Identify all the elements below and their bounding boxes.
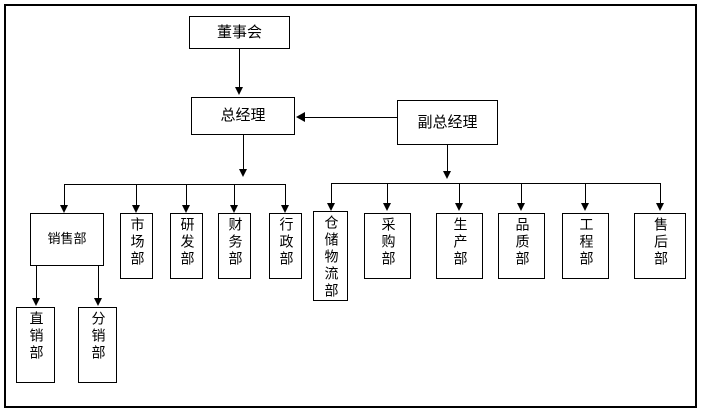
edge-deputy-to-rightbus-arrowhead (443, 171, 451, 179)
edge-deputy-to-gm-line (305, 117, 397, 118)
node-purchasing-label: 采购部 (379, 217, 396, 268)
node-quality[interactable]: 品质部 (498, 213, 545, 279)
drop-to-sales-arrowhead (60, 205, 68, 213)
drop-to-direct-sales-arrowhead (32, 298, 40, 306)
node-deputy-general-manager[interactable]: 副总经理 (397, 100, 498, 145)
node-general-manager[interactable]: 总经理 (191, 97, 295, 135)
drop-to-admin-arrowhead (281, 205, 289, 213)
node-rnd[interactable]: 研发部 (170, 213, 203, 279)
drop-to-finance-arrowhead (230, 205, 238, 213)
drop-to-after-sales-arrowhead (656, 203, 664, 211)
node-general-manager-label: 总经理 (220, 106, 266, 125)
drop-to-purchasing (387, 183, 388, 203)
edge-board-to-gm-line (239, 49, 240, 87)
node-direct-sales[interactable]: 直销部 (16, 307, 55, 383)
edge-gm-to-leftbus-line (243, 135, 244, 169)
node-finance[interactable]: 财务部 (218, 213, 251, 279)
drop-to-marketing-arrowhead (132, 205, 140, 213)
edge-deputy-to-rightbus-line (447, 145, 448, 171)
drop-to-sales (64, 184, 65, 205)
right-department-bus (331, 183, 660, 184)
drop-to-rnd (186, 184, 187, 205)
drop-to-quality-arrowhead (517, 203, 525, 211)
drop-to-direct-sales (36, 266, 37, 298)
node-board[interactable]: 董事会 (189, 16, 290, 49)
drop-to-production (459, 183, 460, 203)
node-after-sales-label: 售后部 (652, 217, 668, 268)
node-direct-sales-label: 直销部 (27, 311, 44, 362)
edge-board-to-gm-arrowhead (235, 87, 243, 95)
drop-to-finance (234, 184, 235, 205)
drop-to-distribution-sales-arrowhead (94, 298, 102, 306)
diagram-outer-border (4, 4, 697, 408)
node-purchasing[interactable]: 采购部 (364, 213, 411, 279)
drop-to-engineering-arrowhead (581, 203, 589, 211)
node-finance-label: 财务部 (226, 217, 243, 268)
node-warehouse-logistics[interactable]: 仓储物流部 (313, 211, 348, 301)
node-sales[interactable]: 销售部 (30, 213, 104, 266)
drop-to-marketing (136, 184, 137, 205)
node-sales-label: 销售部 (47, 231, 87, 247)
drop-to-production-arrowhead (455, 203, 463, 211)
drop-to-distribution-sales (98, 266, 99, 298)
drop-to-rnd-arrowhead (182, 205, 190, 213)
edge-gm-to-leftbus-arrowhead (239, 169, 247, 177)
node-board-label: 董事会 (216, 22, 262, 41)
drop-to-warehouse-logistics-arrowhead (327, 203, 335, 211)
node-rnd-label: 研发部 (178, 217, 195, 268)
node-distribution-sales[interactable]: 分销部 (78, 307, 117, 383)
drop-to-engineering (585, 183, 586, 203)
node-engineering[interactable]: 工程部 (562, 213, 609, 279)
drop-to-purchasing-arrowhead (383, 203, 391, 211)
left-department-bus (64, 184, 286, 185)
node-admin[interactable]: 行政部 (269, 213, 302, 279)
node-distribution-sales-label: 分销部 (89, 311, 106, 362)
drop-to-warehouse-logistics (331, 183, 332, 203)
node-warehouse-logistics-label: 仓储物流部 (322, 215, 339, 300)
drop-to-after-sales (660, 183, 661, 203)
node-deputy-general-manager-label: 副总经理 (417, 112, 478, 131)
node-admin-label: 行政部 (277, 217, 294, 268)
node-marketing[interactable]: 市场部 (120, 213, 153, 279)
node-quality-label: 品质部 (513, 217, 530, 268)
node-production[interactable]: 生产部 (436, 213, 483, 279)
edge-deputy-to-gm-arrowhead (296, 112, 305, 122)
drop-to-admin (285, 184, 286, 205)
node-engineering-label: 工程部 (577, 217, 594, 268)
node-production-label: 生产部 (451, 217, 468, 268)
node-marketing-label: 市场部 (128, 217, 145, 268)
node-after-sales[interactable]: 售后部 (634, 213, 686, 279)
drop-to-quality (521, 183, 522, 203)
